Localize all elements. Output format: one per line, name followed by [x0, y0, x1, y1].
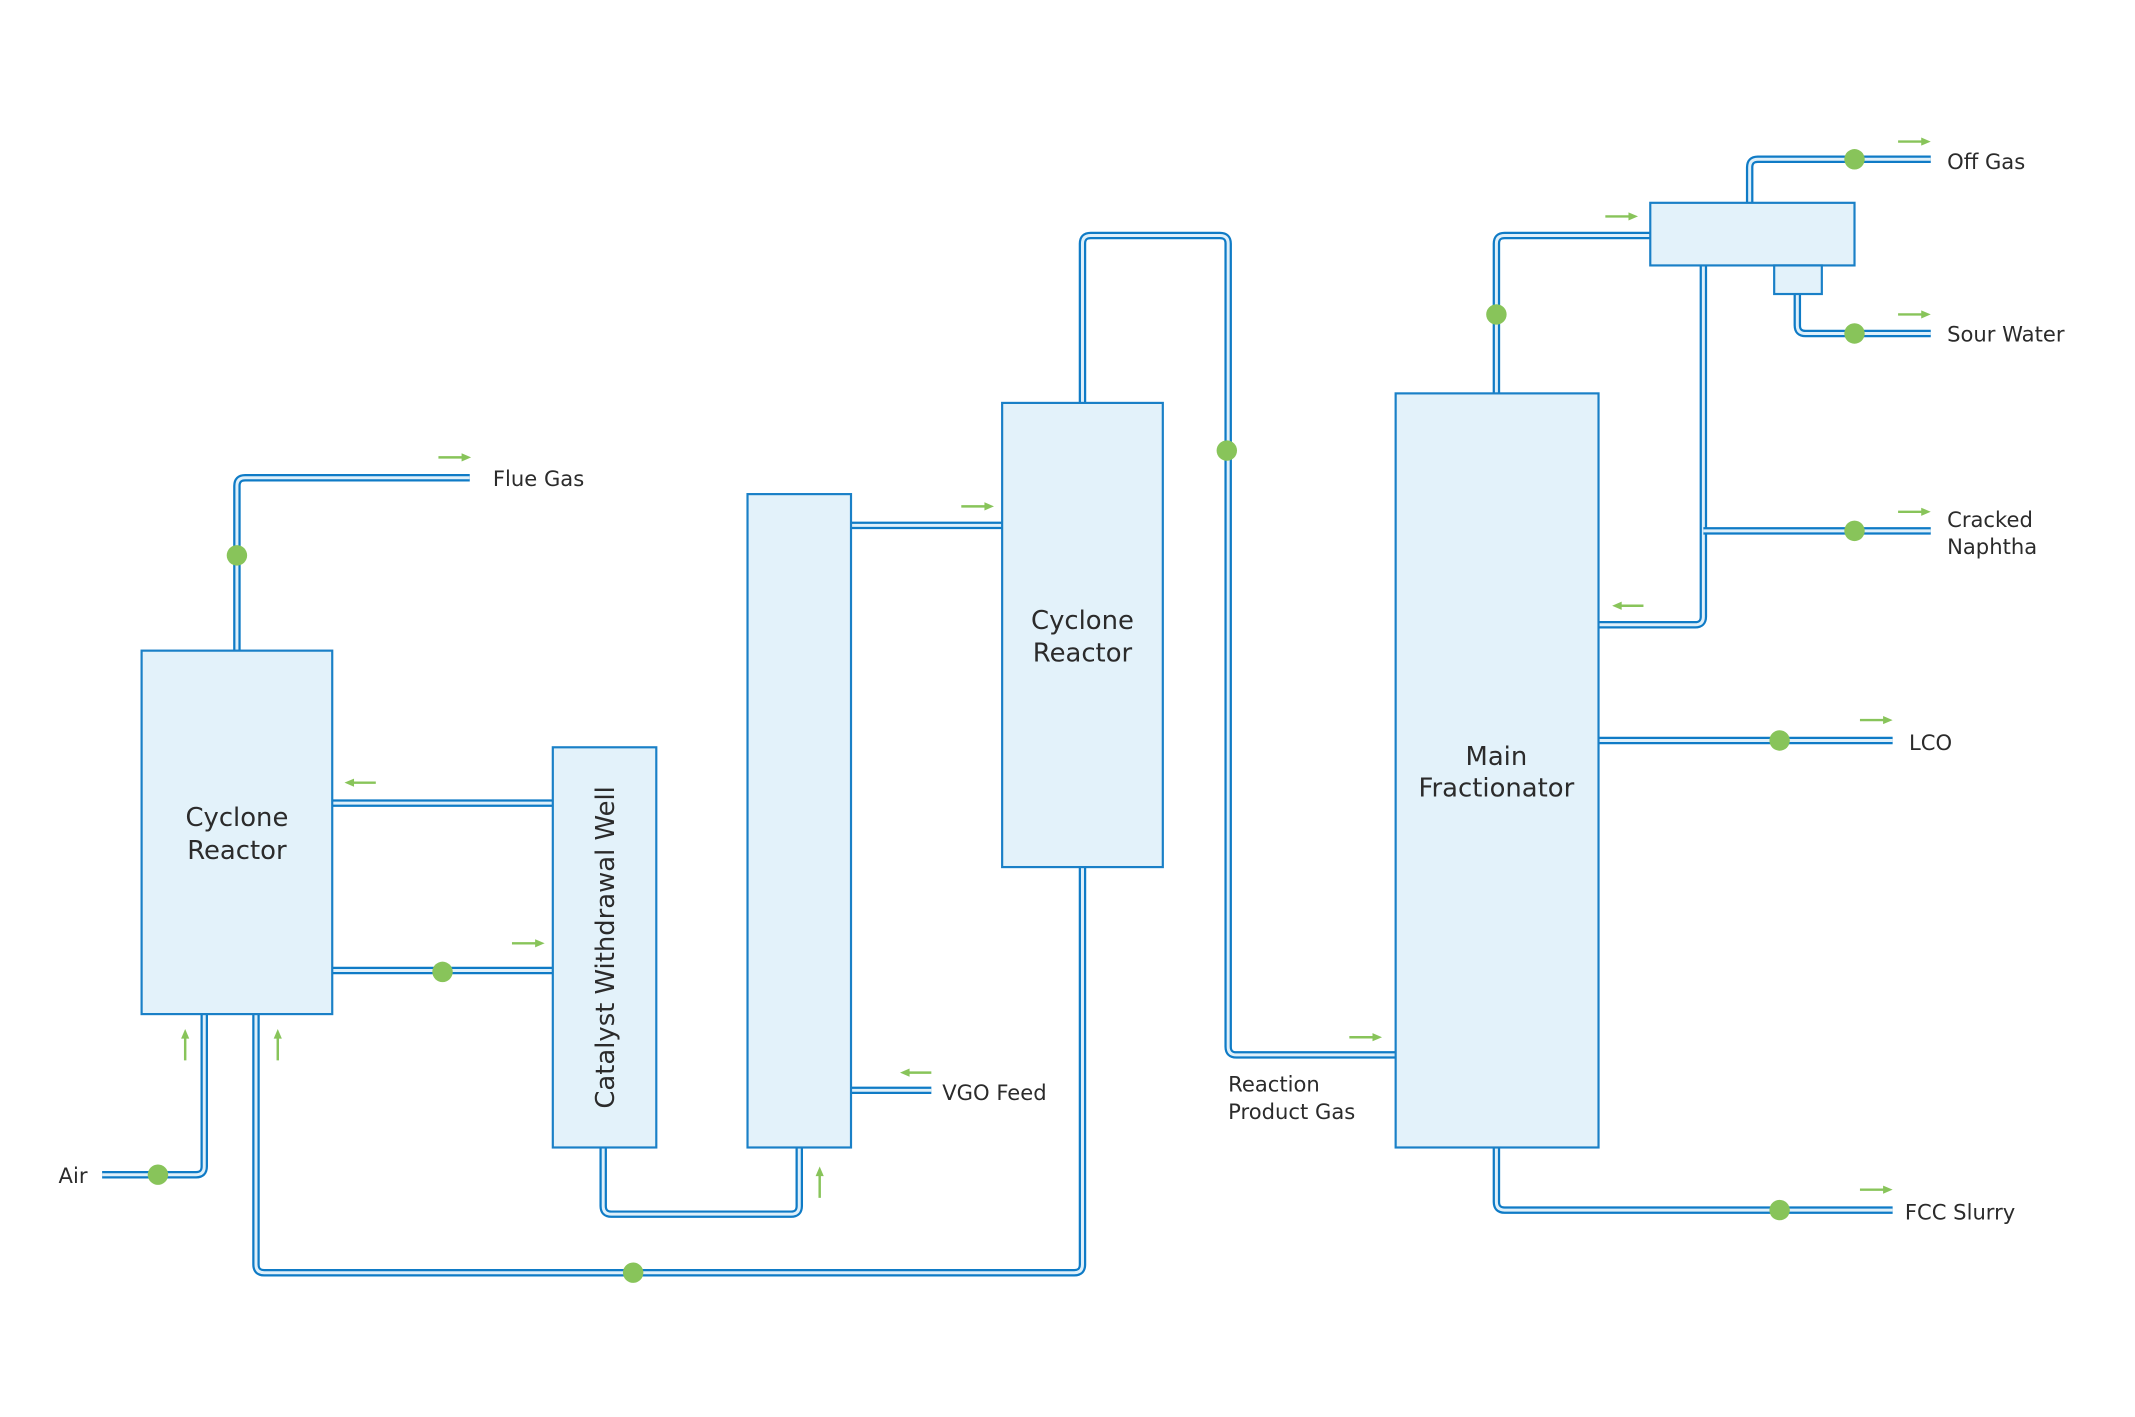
label-air: Air — [59, 1163, 88, 1188]
pipe-air — [102, 1014, 208, 1179]
arrow-left-icon-well-to-regen — [344, 778, 376, 787]
valve-icon-reaction-product[interactable] — [1216, 440, 1238, 461]
regenerator-label-line1: Cyclone — [185, 803, 288, 833]
valve-icon-flue-gas[interactable] — [226, 545, 248, 566]
arrow-right-icon-lco — [1859, 715, 1893, 725]
withdrawal-well-label: Catalyst Withdrawal Well — [591, 786, 621, 1109]
arrow-right-icon-reaction-product — [1349, 1033, 1383, 1042]
reactor-vessel[interactable]: Cyclone Reactor — [1001, 401, 1164, 869]
fractionator-label-line1: Main — [1466, 742, 1528, 772]
pipes — [102, 155, 1931, 1277]
arrow-right-icon-sour-water — [1898, 310, 1931, 319]
overhead-drum-vessel[interactable] — [1649, 201, 1856, 296]
pipe-well-to-riser — [599, 1147, 804, 1218]
reactor-label-line2: Reactor — [1033, 639, 1133, 669]
vessels: Cyclone Reactor Catalyst Withdrawal Well… — [140, 201, 1856, 1149]
arrow-up-icon-riser — [815, 1166, 824, 1198]
arrow-up-icon-air — [181, 1029, 190, 1061]
label-reaction-product-gas-line2: Product Gas — [1228, 1099, 1355, 1124]
arrow-right-icon-off-gas — [1898, 137, 1931, 146]
riser-vessel[interactable] — [746, 493, 853, 1149]
valve-icon-air[interactable] — [147, 1164, 169, 1185]
valve-icon-cracked-naphtha[interactable] — [1844, 520, 1865, 542]
arrow-right-icon-flue-gas — [438, 453, 472, 462]
label-sour-water: Sour Water — [1947, 322, 2065, 347]
arrow-left-icon-vgo-feed — [900, 1068, 932, 1077]
pipe-spent-catalyst-return — [252, 867, 1087, 1277]
valve-icon-fcc-slurry[interactable] — [1769, 1199, 1790, 1221]
label-fcc-slurry: FCC Slurry — [1905, 1200, 2015, 1225]
fractionator-label-line2: Fractionator — [1419, 773, 1575, 803]
pipe-reaction-product-gas — [1078, 231, 1396, 1059]
arrow-right-icon-regen-to-well — [511, 939, 545, 948]
valve-icon-off-gas[interactable] — [1844, 149, 1865, 170]
stream-labels: Flue Gas Air VGO Feed Reaction Product G… — [59, 149, 2065, 1225]
arrow-right-icon-cracked-naphtha — [1898, 507, 1931, 516]
valve-icon-catalyst-return[interactable] — [622, 1262, 644, 1283]
label-reaction-product-gas-line1: Reaction — [1228, 1072, 1320, 1097]
arrow-up-icon-catalyst-return — [273, 1029, 282, 1061]
label-cracked-naphtha-line1: Cracked — [1947, 507, 2033, 532]
label-vgo-feed: VGO Feed — [942, 1080, 1046, 1105]
valve-icon-sour-water[interactable] — [1844, 323, 1865, 344]
pipe-flue-gas — [233, 474, 470, 651]
pipe-sour-water — [1793, 294, 1931, 338]
valves — [147, 149, 1865, 1283]
valve-icon-lco[interactable] — [1769, 730, 1790, 751]
valve-icon-regen-to-well[interactable] — [432, 961, 453, 983]
pipe-fcc-slurry — [1492, 1147, 1893, 1214]
label-lco: LCO — [1909, 730, 1952, 755]
withdrawal-well-vessel[interactable]: Catalyst Withdrawal Well — [551, 746, 658, 1149]
arrow-left-icon-reflux — [1612, 601, 1644, 610]
arrow-right-icon-overhead — [1605, 212, 1639, 221]
valve-icon-overhead[interactable] — [1486, 304, 1507, 325]
pipe-fractionator-overhead — [1492, 231, 1651, 394]
label-flue-gas: Flue Gas — [493, 466, 584, 491]
overhead-drum-boot — [1773, 264, 1823, 296]
regenerator-label-line2: Reactor — [187, 836, 287, 866]
arrow-right-icon-riser-to-reactor — [961, 502, 994, 511]
pipe-reflux — [1598, 265, 1708, 629]
label-cracked-naphtha-line2: Naphtha — [1947, 534, 2037, 559]
flow-arrows — [181, 137, 1931, 1198]
reactor-label-line1: Cyclone — [1031, 606, 1134, 636]
regenerator-vessel[interactable]: Cyclone Reactor — [140, 649, 334, 1016]
arrow-right-icon-fcc-slurry — [1859, 1185, 1893, 1194]
main-fractionator-vessel[interactable]: Main Fractionator — [1394, 392, 1600, 1149]
label-off-gas: Off Gas — [1947, 149, 2025, 174]
pipe-off-gas — [1745, 155, 1931, 203]
